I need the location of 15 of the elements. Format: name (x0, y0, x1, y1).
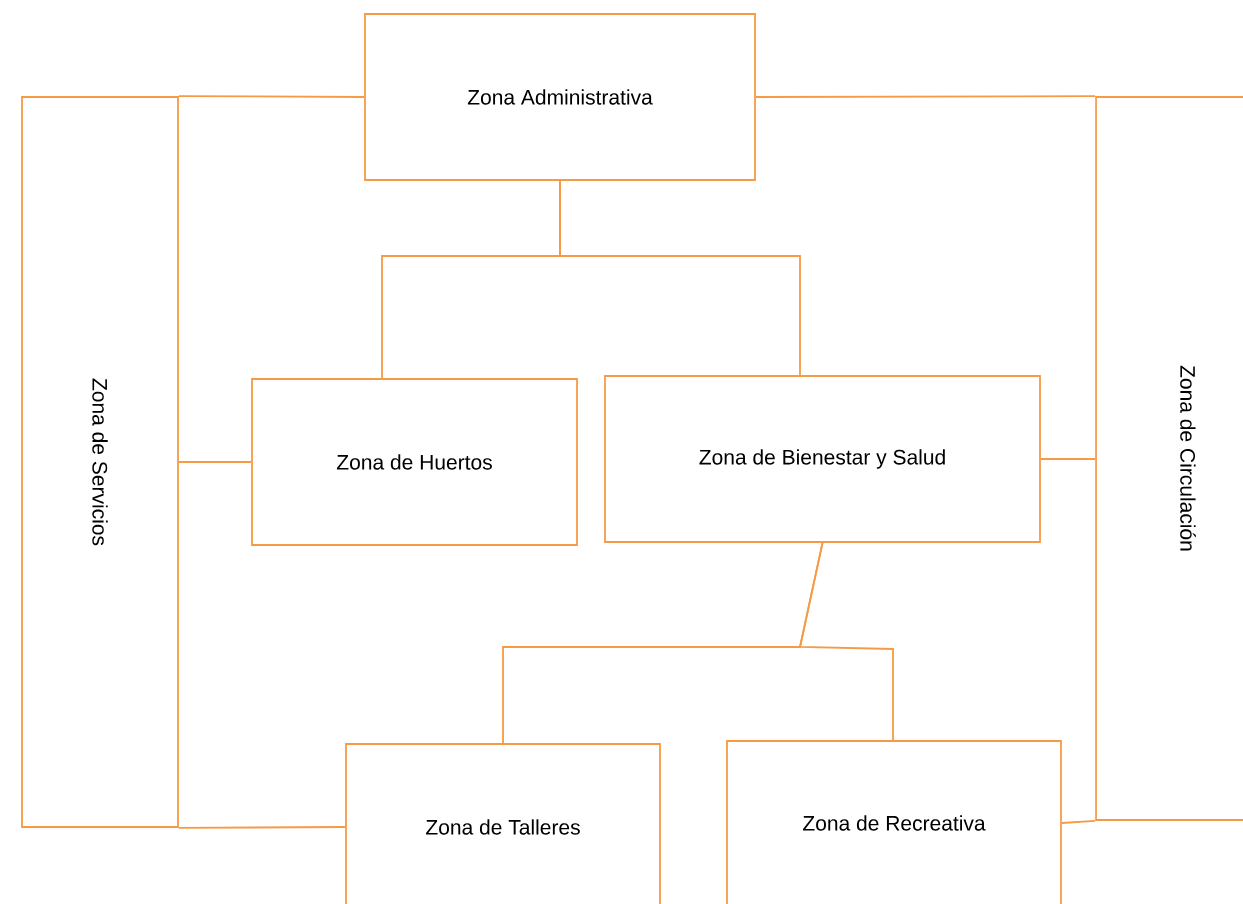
connector-line (1040, 458, 1096, 460)
zone-box: Zona Administrativa (364, 13, 756, 181)
connector-line (178, 461, 252, 463)
zone-box: Zona de Talleres (345, 743, 661, 904)
zone-box: Zona de Huertos (251, 378, 578, 546)
connector-line (1061, 820, 1096, 824)
connector-line (178, 826, 346, 829)
connector-line (755, 95, 1096, 98)
zone-box: Zona de Bienestar y Salud (604, 375, 1041, 543)
zone-band: Zona de Circulación (1095, 96, 1243, 821)
connector-line (178, 95, 365, 98)
connector-line (559, 180, 801, 376)
zone-band: Zona de Servicios (21, 96, 179, 828)
connector-line (798, 542, 894, 741)
zone-box: Zona de Recreativa (726, 740, 1062, 904)
